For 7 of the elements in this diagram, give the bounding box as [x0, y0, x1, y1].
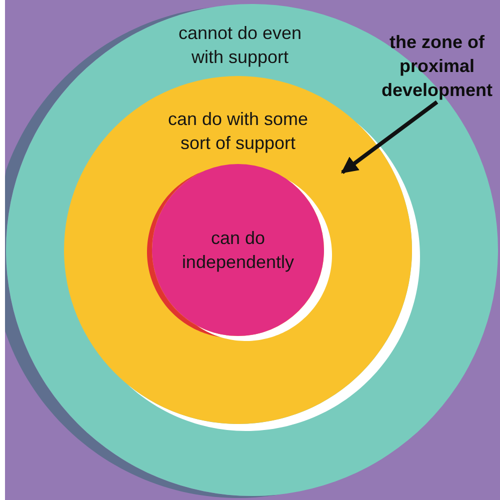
callout-text: the zone of proximal development [374, 30, 500, 102]
outer-circle [6, 4, 498, 496]
circle-label: can do independently [180, 227, 296, 274]
circle-label: can do with some sort of support [166, 108, 310, 155]
inner-circle [152, 164, 324, 336]
arrow [340, 100, 438, 174]
circle-label: cannot do even with support [177, 22, 303, 69]
